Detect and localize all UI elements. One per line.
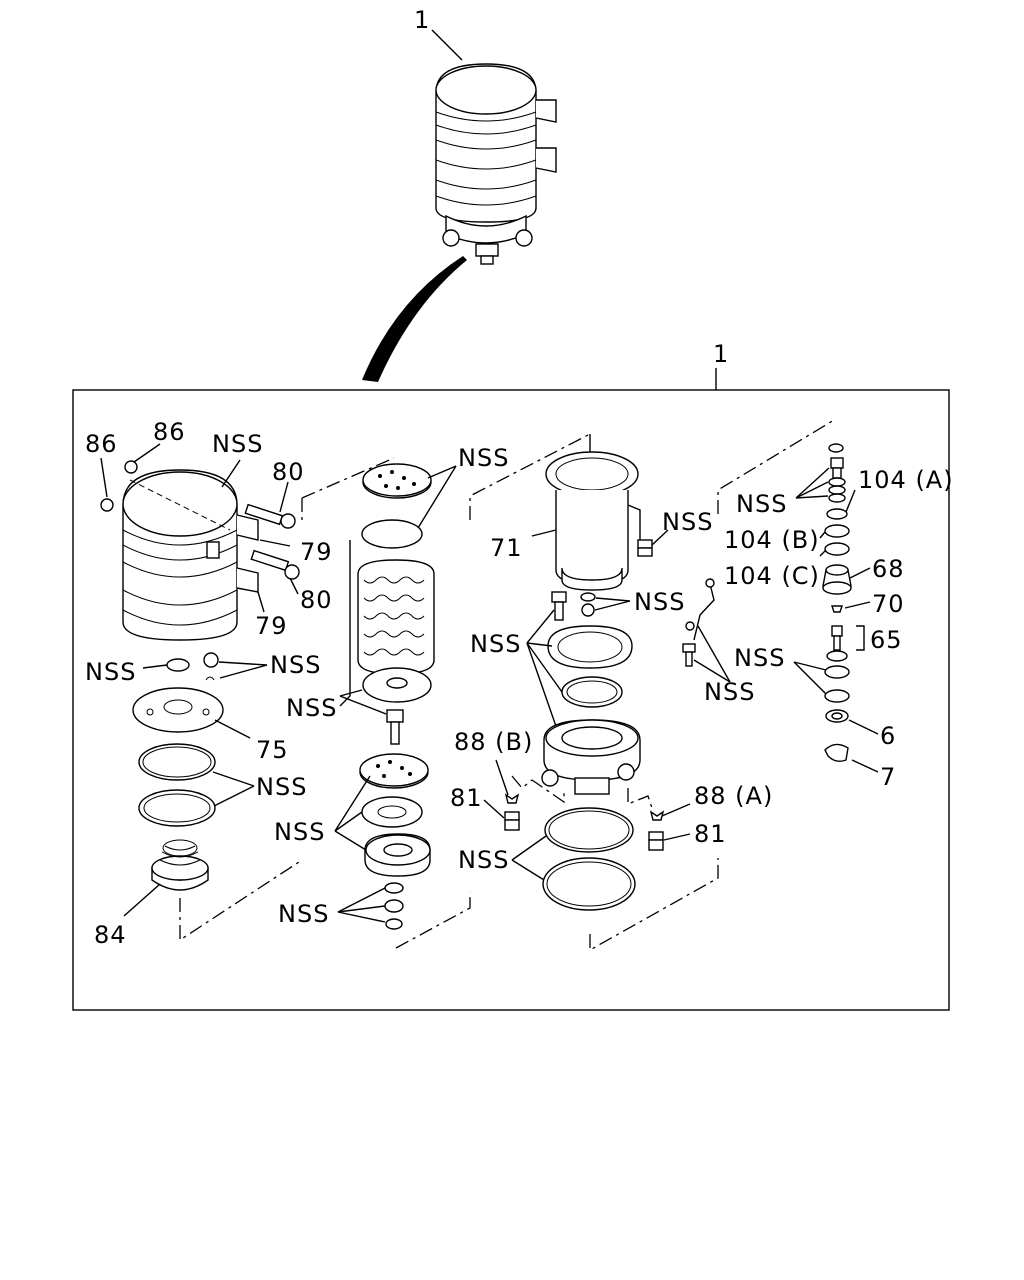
label-nss-wire: NSS — [704, 678, 755, 706]
label-7: 7 — [880, 763, 896, 791]
label-81-right: 81 — [694, 820, 727, 848]
label-nss-cap: NSS — [212, 430, 263, 458]
label-6: 6 — [880, 722, 896, 750]
label-104b: 104 (B) — [724, 526, 820, 554]
label-nss-base-rings: NSS — [458, 846, 509, 874]
label-70: 70 — [872, 590, 905, 618]
housing-group — [100, 443, 303, 942]
bolt-80-lower — [250, 549, 300, 580]
label-71: 71 — [490, 534, 523, 562]
label-88a: 88 (A) — [694, 782, 773, 810]
label-104a: 104 (A) — [858, 466, 954, 494]
label-86-b: 86 — [153, 418, 186, 446]
label-68: 68 — [872, 555, 905, 583]
label-104c: 104 (C) — [724, 562, 820, 590]
label-nss-washer-left: NSS — [85, 658, 136, 686]
label-88b: 88 (B) — [454, 728, 533, 756]
label-nss-bolt-71: NSS — [662, 508, 713, 536]
label-nss-filter-top: NSS — [458, 444, 509, 472]
label-nss-filter-mid: NSS — [286, 694, 337, 722]
filter-element-group — [301, 457, 471, 949]
valve-group — [717, 419, 879, 773]
filter-assembly-overview — [362, 29, 557, 382]
label-80-a: 80 — [272, 458, 305, 486]
label-81-left: 81 — [450, 784, 483, 812]
bowl-base-group — [469, 433, 731, 952]
assembly-label-box: 1 — [713, 340, 729, 368]
label-nss-center-right: NSS — [634, 588, 685, 616]
label-nss-rings-left: NSS — [256, 773, 307, 801]
label-84: 84 — [94, 921, 127, 949]
label-79-a: 79 — [300, 538, 333, 566]
label-75: 75 — [256, 736, 289, 764]
label-nss-nut-right: NSS — [270, 651, 321, 679]
label-nss-center-left: NSS — [470, 630, 521, 658]
label-nss-filter-bottom: NSS — [278, 900, 329, 928]
bolt-80-upper — [244, 503, 296, 529]
label-nss-valve-mid: NSS — [734, 644, 785, 672]
label-nss-valve-top: NSS — [736, 490, 787, 518]
label-79-b: 79 — [255, 612, 288, 640]
label-80-b: 80 — [300, 586, 333, 614]
label-86-a: 86 — [85, 430, 118, 458]
label-65: 65 — [870, 626, 903, 654]
assembly-label-top: 1 — [414, 6, 430, 34]
label-nss-filter-low: NSS — [274, 818, 325, 846]
exploded-view-frame — [72, 389, 950, 1011]
